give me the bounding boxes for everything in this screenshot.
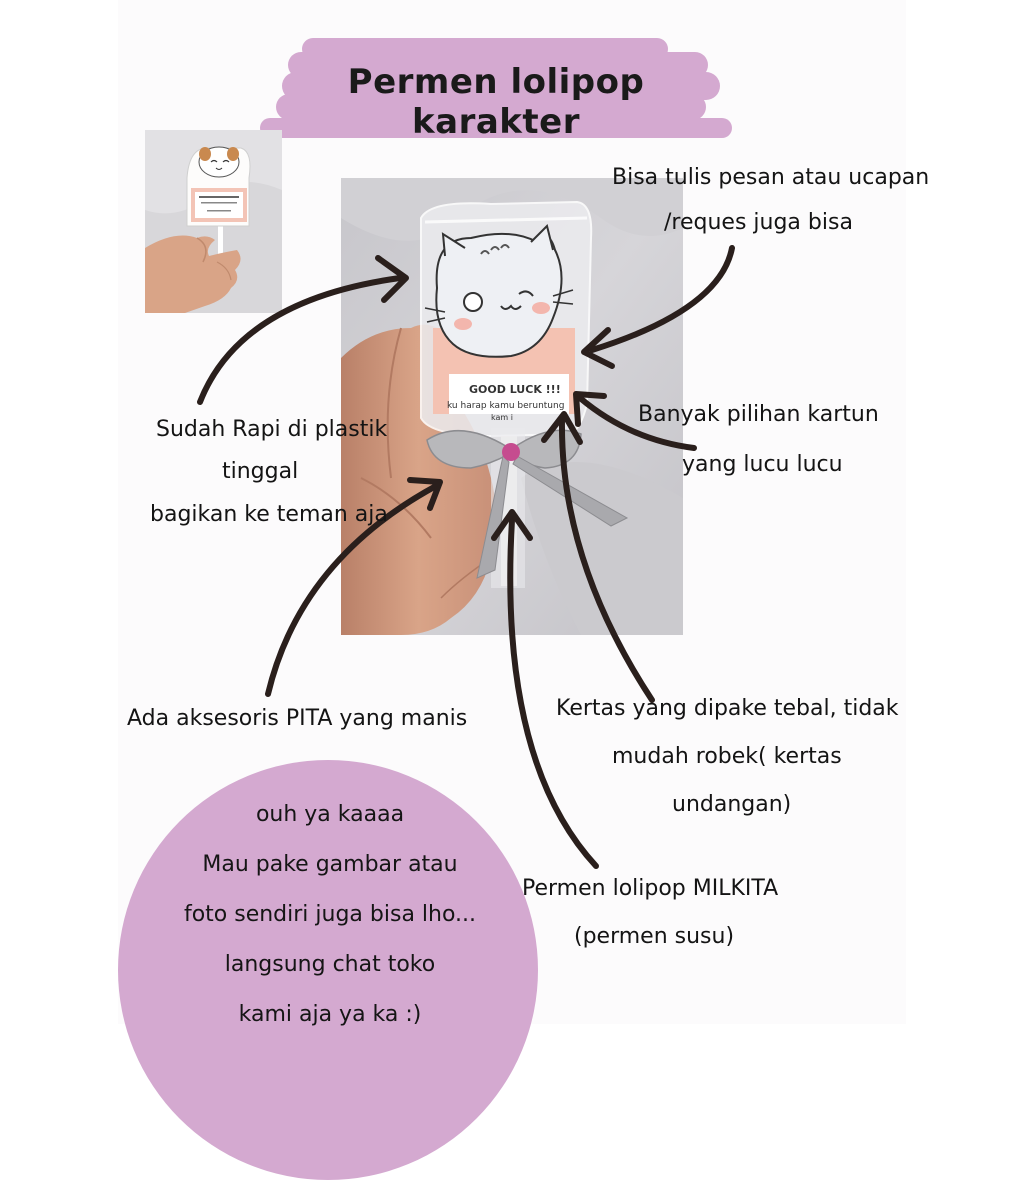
card-message: ku harap kamu beruntung xyxy=(447,401,564,411)
label-message-line1: Bisa tulis pesan atau ucapan xyxy=(612,165,930,190)
label-cartoon-line1: Banyak pilihan kartun xyxy=(638,402,879,427)
product-photo: GOOD LUCK !!! ku harap kamu beruntung ka… xyxy=(341,178,683,635)
bubble-line: ouh ya kaaaa xyxy=(255,802,405,827)
card-heading: GOOD LUCK !!! xyxy=(469,383,561,396)
bubble-line: kami aja ya ka :) xyxy=(238,1002,422,1027)
label-cartoon-line2: yang lucu lucu xyxy=(682,452,843,477)
label-message-line2: /reques juga bisa xyxy=(664,210,853,235)
bubble-text: ouh ya kaaaa Mau pake gambar atau foto s… xyxy=(0,790,660,1040)
bubble-line: langsung chat toko xyxy=(224,952,436,977)
thumbnail-photo xyxy=(145,130,282,313)
title-banner: Permen lolipop karakter xyxy=(258,34,734,142)
label-candy-line1: Permen lolipop MILKITA xyxy=(522,876,779,901)
label-plastic-line2: tinggal xyxy=(222,459,299,484)
brush-stroke-banner xyxy=(260,38,732,138)
label-paper-line2: mudah robek( kertas xyxy=(612,744,842,769)
thumbnail-image xyxy=(145,130,282,313)
lollipop-image: GOOD LUCK !!! ku harap kamu beruntung ka… xyxy=(341,178,683,635)
bubble-line: foto sendiri juga bisa lho... xyxy=(183,902,477,927)
page-title: Permen lolipop karakter xyxy=(347,62,645,142)
card-signature: kam i xyxy=(491,413,513,422)
label-paper-line1: Kertas yang dipake tebal, tidak xyxy=(556,696,899,721)
label-ribbon: Ada aksesoris PITA yang manis xyxy=(127,706,468,731)
bubble-line: Mau pake gambar atau xyxy=(202,852,458,877)
label-plastic-line1: Sudah Rapi di plastik xyxy=(156,417,388,442)
label-plastic-line3: bagikan ke teman aja xyxy=(150,502,388,527)
label-candy-line2: (permen susu) xyxy=(574,924,735,949)
label-paper-line3: undangan) xyxy=(672,792,792,817)
